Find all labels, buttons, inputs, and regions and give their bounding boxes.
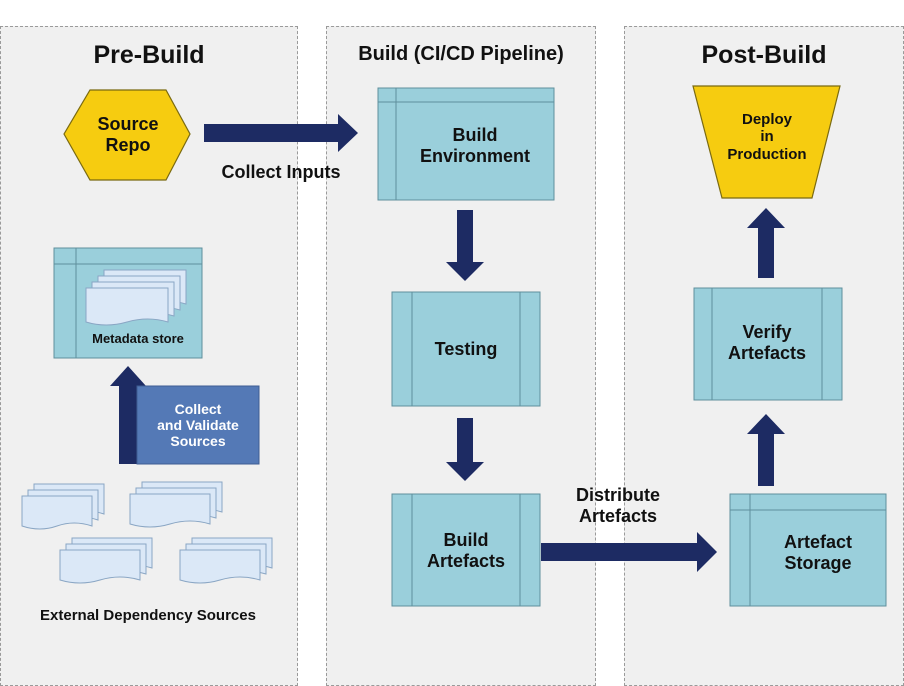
source-repo-label: Source Repo [97,114,159,155]
verify-artefacts-box [693,287,843,401]
deploy-label: Deploy in Production [727,111,807,163]
arrow-verify-to-deploy [747,208,785,278]
source-repo-hexagon [63,89,191,181]
distribute-artefacts-label: Distribute Artefacts [575,485,660,526]
build-artefacts-label: Build Artefacts [426,530,506,571]
arrow-distribute-artefacts [541,532,717,572]
arrow-storage-to-verify [747,414,785,486]
artefact-storage-box [729,493,887,607]
collect-validate-box [136,385,260,465]
arrow-testing-to-artefacts [446,418,484,481]
arrow-collect-inputs [204,114,358,152]
artefact-storage-label: Artefact Storage [783,532,853,573]
collect-validate-label: Collect and Validate Sources [157,400,239,450]
lane-title-build: Build (CI/CD Pipeline) [358,43,564,65]
build-artefacts-box [391,493,541,607]
testing-label: Testing [434,338,498,359]
collect-inputs-label: Collect Inputs [221,161,341,182]
arrow-build-to-testing [446,210,484,281]
build-environment-label: Build Environment [419,125,530,166]
deploy-trapezoid [692,85,841,199]
external-documents-icon [21,481,273,584]
lane-title-post-build: Post-Build [701,41,827,69]
external-dependency-sources-label: External Dependency Sources [40,607,256,625]
metadata-store-label: Metadata store [92,330,184,346]
verify-artefacts-label: Verify Artefacts [727,322,807,363]
build-environment-box [377,87,555,201]
lane-title-pre-build: Pre-Build [93,41,205,69]
testing-box [391,291,541,407]
metadata-documents-icon [85,269,187,326]
